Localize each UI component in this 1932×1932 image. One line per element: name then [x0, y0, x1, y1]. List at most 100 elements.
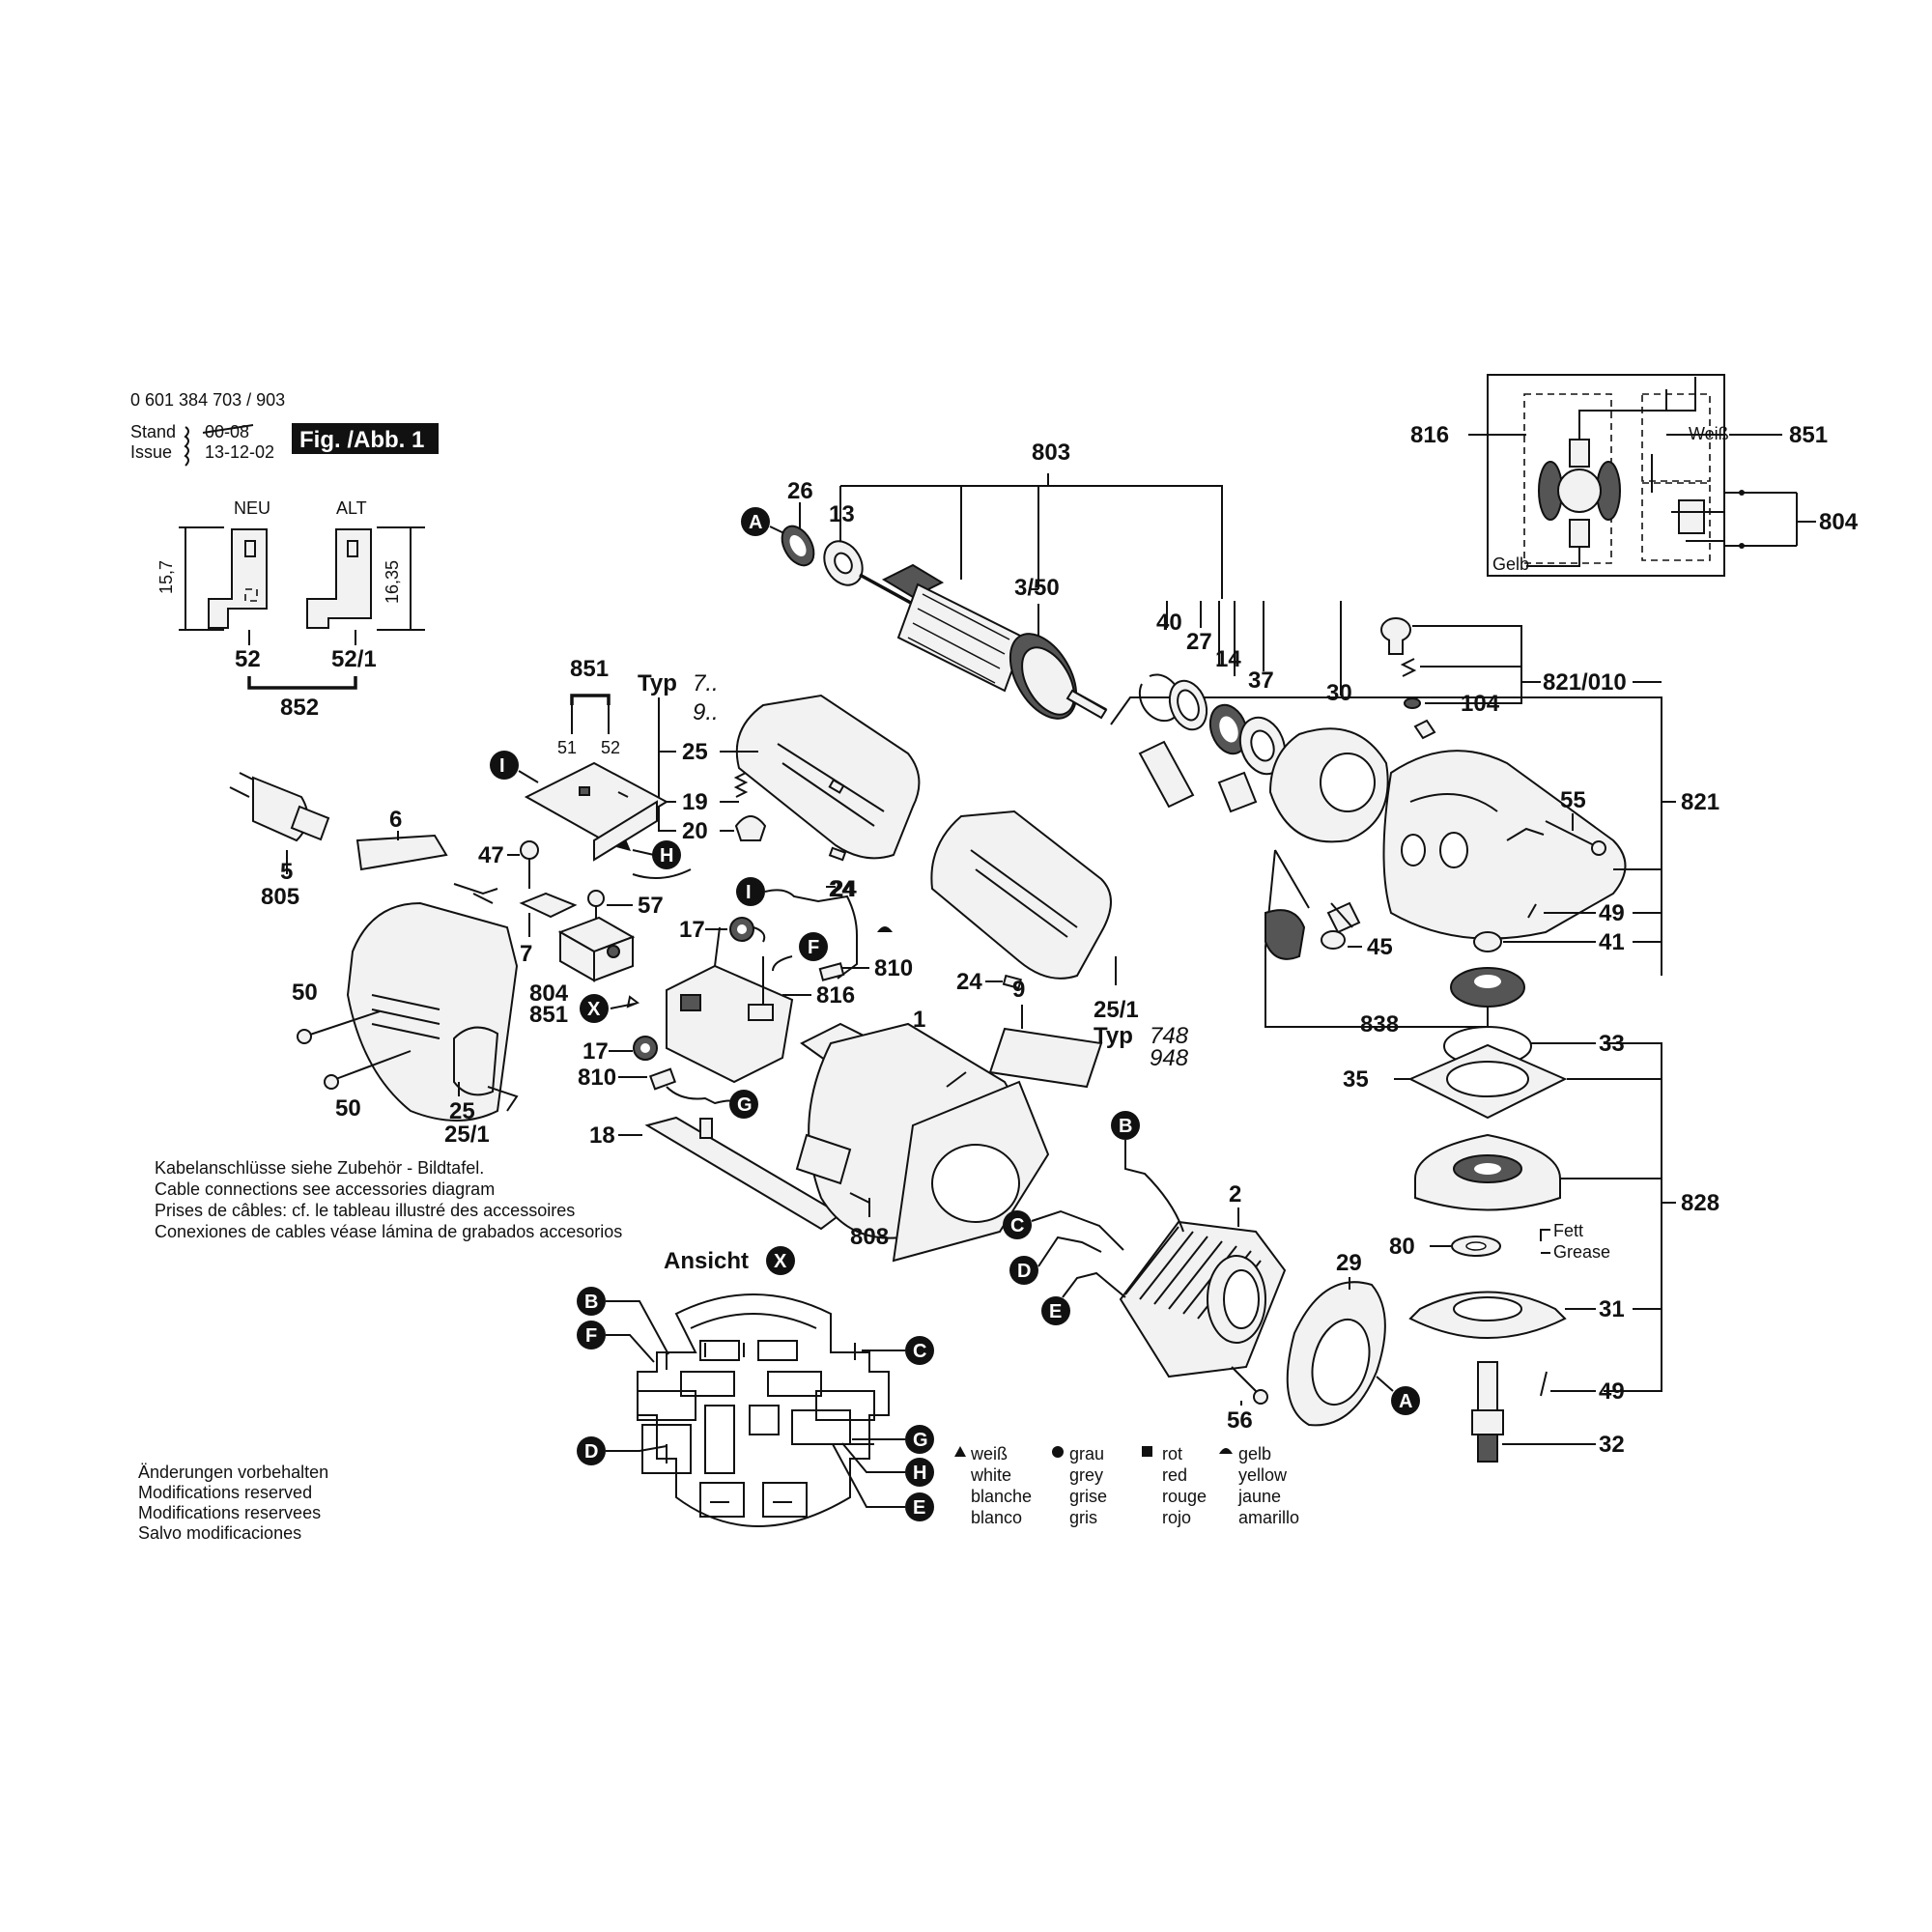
legend-white-de: weiß: [970, 1444, 1008, 1463]
motor-cover-29: [1286, 1281, 1386, 1427]
part-label: 41: [1599, 929, 1625, 955]
part-label: 25/1: [1094, 997, 1139, 1023]
nut-41: [1473, 931, 1502, 952]
part-label: 26: [787, 478, 813, 504]
part-label: 14: [1215, 646, 1241, 672]
view-marker-e: [905, 1492, 934, 1521]
spindle-32: [1471, 1361, 1504, 1463]
view-marker-c: [905, 1336, 934, 1365]
part-label: 104: [1461, 691, 1500, 717]
cable-sleeve: [355, 834, 448, 871]
lock-spring: [1400, 658, 1417, 677]
part-label: 25: [449, 1098, 475, 1124]
grease-label-en: Grease: [1553, 1242, 1610, 1262]
modifications-en: Modifications reserved: [138, 1483, 312, 1502]
marker-a-2-label: A: [1399, 1391, 1412, 1412]
wire-white-label: Weiß: [1689, 424, 1729, 443]
marker-e-label: E: [1049, 1301, 1062, 1322]
marker-g-label: G: [737, 1094, 753, 1116]
brush-holder-view: [637, 1293, 890, 1527]
view-marker-g: [905, 1425, 934, 1454]
view-marker-e-label: E: [913, 1497, 925, 1519]
part-label: 31: [1599, 1296, 1625, 1322]
part-label: 32: [1599, 1432, 1625, 1458]
screw-49: [1527, 903, 1537, 919]
tab-neu-slot: [244, 540, 256, 557]
housing-shell-typ-748: [930, 810, 1112, 980]
part-label: 804: [1819, 509, 1859, 535]
cable-wires: [453, 883, 498, 904]
marker-a: [741, 507, 770, 536]
view-marker-d: [577, 1436, 606, 1465]
view-marker: [766, 1246, 795, 1275]
part-label: 9: [1012, 977, 1025, 1003]
stand-label: Stand: [130, 422, 176, 441]
legend-red-de: rot: [1162, 1444, 1182, 1463]
part-label: 24: [829, 876, 855, 902]
half-circle-yellow-icon: [877, 926, 893, 932]
part-label: 33: [1599, 1031, 1625, 1057]
part-label: 1: [913, 1007, 925, 1033]
tab-neu-label: NEU: [234, 498, 270, 518]
marker-f-label: F: [808, 937, 819, 958]
cable-note-fr: Prises de câbles: cf. le tableau illustr…: [155, 1201, 575, 1220]
modifications-de: Änderungen vorbehalten: [138, 1463, 328, 1482]
spindle-lock-knob: [1380, 617, 1411, 642]
label-plate-808: [795, 1133, 852, 1185]
legend-yellow-es: amarillo: [1238, 1508, 1299, 1527]
issue-date: 13-12-02: [205, 442, 274, 462]
marker-e: [1041, 1296, 1070, 1325]
legend-yellow-fr: jaune: [1237, 1487, 1281, 1506]
part-label: 49: [1599, 900, 1625, 926]
cable-note-de: Kabelanschlüsse siehe Zubehör - Bildtafe…: [155, 1158, 484, 1178]
part-label: 47: [478, 842, 504, 868]
cable-note-en: Cable connections see accessories diagra…: [155, 1179, 495, 1199]
tab-alt-shape: [306, 528, 372, 629]
triangle-white-icon: [616, 839, 631, 851]
marker-f: [799, 932, 828, 961]
marker-i-label: I: [499, 755, 505, 777]
lock-pin: [1413, 719, 1436, 740]
screw-56: [1231, 1366, 1260, 1395]
view-marker-c-label: C: [913, 1341, 926, 1362]
part-label: 3/50: [1014, 575, 1060, 601]
wire-yellow-label: Gelb: [1492, 554, 1529, 574]
part-label: 17: [679, 917, 705, 943]
grease-icon: [1540, 1229, 1550, 1254]
part-label: 821/010: [1543, 669, 1627, 696]
document-number: 0 601 384 703 / 903: [130, 390, 285, 410]
strike-line: [202, 424, 254, 434]
view-marker-d-label: D: [584, 1441, 598, 1463]
figure-label: Fig. /Abb. 1: [299, 427, 424, 453]
view-marker-b: [577, 1287, 606, 1316]
part-label: 20: [682, 818, 708, 844]
cable-note-es: Conexiones de cables véase lámina de gra…: [155, 1222, 622, 1241]
part-label: 810: [874, 955, 913, 981]
part-label: 51: [557, 738, 577, 757]
wire-color-legend: weiß white blanche blanco grau grey gris…: [954, 1444, 1299, 1527]
sleeve: [1138, 740, 1195, 809]
clamp-7: [519, 892, 578, 919]
marker-i-2-label: I: [746, 882, 752, 903]
spring-19: [733, 772, 749, 798]
part-label: 37: [1248, 668, 1274, 694]
gear-housing: [1382, 750, 1627, 940]
marker-i: [490, 751, 519, 780]
marker-c-label: C: [1010, 1215, 1024, 1236]
view-marker-g-label: G: [913, 1430, 928, 1451]
view-marker-b-label: B: [584, 1292, 598, 1313]
marker-h: [652, 840, 681, 869]
view-marker-label: X: [774, 1251, 787, 1272]
pad-24b: [1002, 974, 1022, 990]
circle-grey-icon: [1052, 1446, 1064, 1458]
armature-rotor: [859, 563, 1108, 720]
part-label: 55: [1560, 787, 1586, 813]
rear-cover: [346, 901, 519, 1122]
legend-red-es: rojo: [1162, 1508, 1191, 1527]
marker-c: [1003, 1210, 1032, 1239]
screw-49b: [1540, 1371, 1548, 1397]
power-cord-plug: [229, 772, 330, 842]
part-label: 5: [280, 859, 293, 885]
part-label: 45: [1367, 934, 1393, 960]
part-label: 25/1: [444, 1122, 490, 1148]
